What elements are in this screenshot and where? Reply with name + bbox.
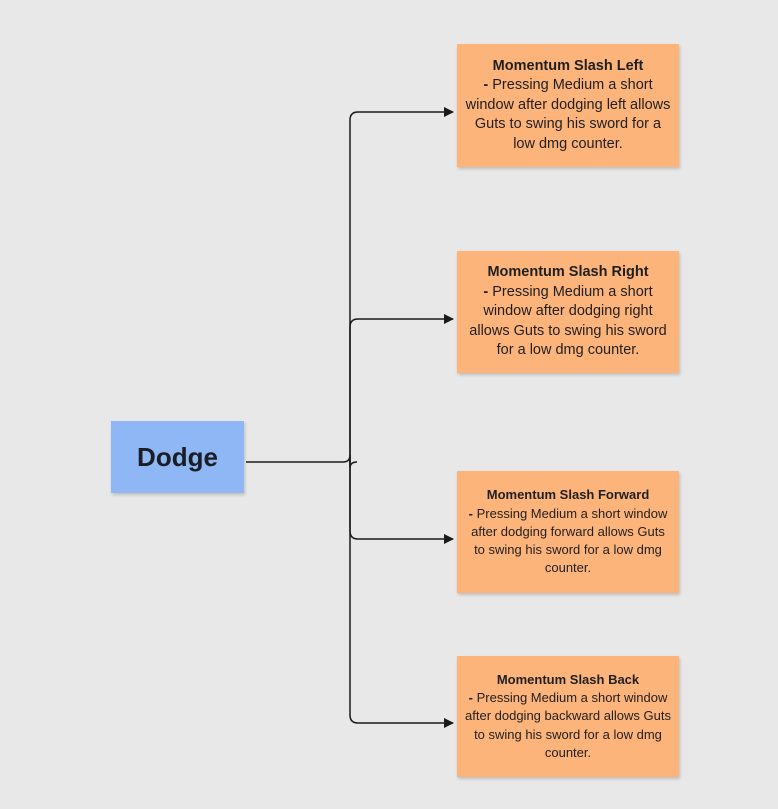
sticky-title: Momentum Slash Back: [496, 671, 640, 687]
connector-to-back: [349, 462, 454, 728]
sticky-title: Momentum Slash Forward: [486, 487, 650, 503]
connector-to-left: [349, 107, 454, 462]
sticky-momentum-slash-left[interactable]: Momentum Slash Left - Pressing Medium a …: [457, 44, 679, 167]
sticky-title: Momentum Slash Left: [492, 57, 644, 74]
sticky-body: - Pressing Medium a short window after d…: [468, 505, 668, 576]
sticky-momentum-slash-forward[interactable]: Momentum Slash Forward - Pressing Medium…: [457, 471, 679, 593]
connector-trunk: [246, 454, 358, 469]
connector-to-right: [349, 314, 454, 462]
sticky-momentum-slash-right[interactable]: Momentum Slash Right - Pressing Medium a…: [457, 251, 679, 373]
sticky-body: - Pressing Medium a short window after d…: [469, 283, 667, 359]
connector-to-forward: [349, 462, 454, 544]
sticky-body: - Pressing Medium a short window after d…: [465, 77, 671, 152]
root-node-dodge[interactable]: Dodge: [111, 421, 244, 493]
sticky-body: - Pressing Medium a short window after d…: [465, 690, 671, 760]
sticky-momentum-slash-back[interactable]: Momentum Slash Back - Pressing Medium a …: [457, 656, 679, 777]
root-node-label: Dodge: [137, 441, 218, 472]
sticky-title: Momentum Slash Right: [487, 264, 649, 281]
